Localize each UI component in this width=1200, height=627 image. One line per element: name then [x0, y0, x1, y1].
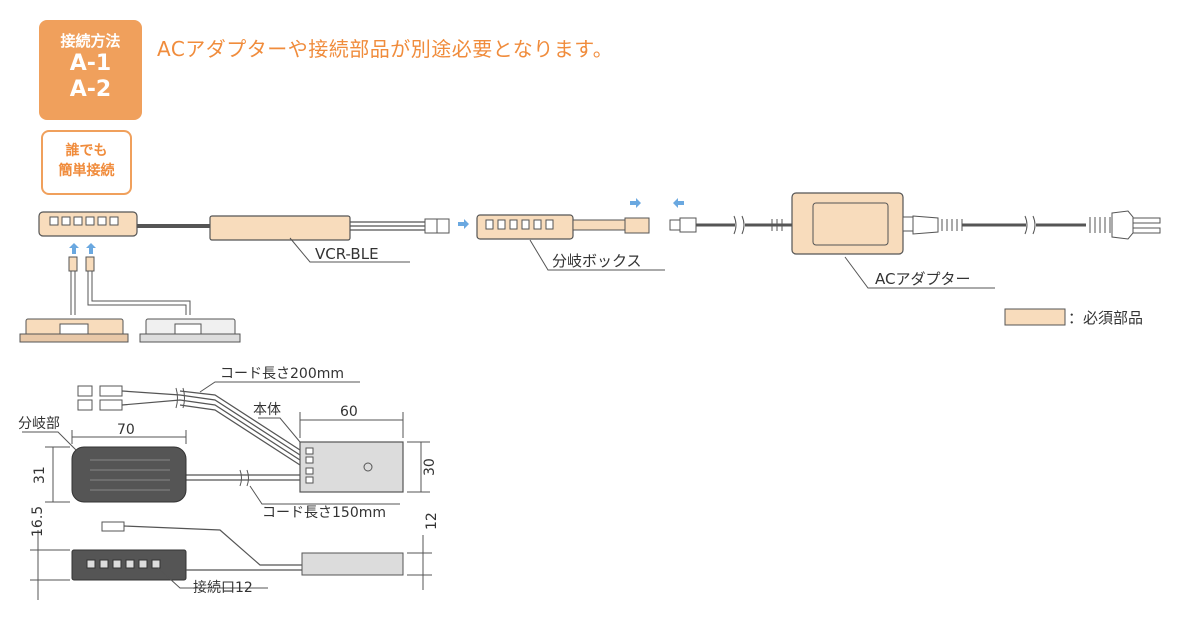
arrow-right-2	[630, 198, 641, 208]
branch-box-plug	[624, 217, 650, 234]
label-width-60: 60	[340, 404, 358, 420]
branch-unit-top	[38, 211, 138, 237]
dim-cord-break	[175, 387, 185, 409]
branch-box	[476, 214, 574, 240]
vcr-wires	[350, 221, 425, 231]
dim-connectors	[77, 385, 123, 411]
label-cord-150: コード長さ150mm	[262, 505, 386, 521]
method-a1: A-1	[69, 51, 112, 76]
arrow-up-1	[69, 243, 79, 254]
dim-side-body	[301, 552, 404, 576]
dim-branch-part	[71, 446, 187, 503]
strain-relief-3	[1089, 217, 1111, 233]
cord-break-2	[1024, 215, 1036, 235]
arrow-left	[673, 198, 684, 208]
label-ac-adapter: ACアダプター	[875, 270, 970, 288]
dim-side-ports	[86, 559, 161, 569]
dim-side-cord	[123, 525, 302, 566]
fixture-wire-1	[70, 271, 76, 315]
easy-connect-badge: 誰でも 簡単接続	[41, 130, 132, 195]
method-a2: A-2	[69, 77, 112, 102]
ac-adapter-panel	[812, 202, 889, 246]
dc-plug-body	[679, 217, 697, 233]
label-width-70: 70	[117, 422, 135, 438]
cord200-leader	[199, 381, 360, 393]
dim-body-ports	[305, 447, 314, 484]
notice-text: ACアダプターや接続部品が別途必要となります。	[157, 37, 614, 61]
easy-line2: 簡単接続	[58, 163, 115, 179]
method-badge-title: 接続方法	[60, 32, 121, 50]
legend-swatch	[1004, 308, 1066, 326]
arrow-right-1	[458, 219, 469, 229]
method-badge: 接続方法 A-1 A-2	[39, 20, 142, 120]
ac-connector	[912, 215, 939, 235]
light-fixture-1	[19, 318, 129, 343]
label-branch-box: 分岐ボックス	[552, 252, 642, 270]
strain-relief-2	[941, 219, 963, 231]
label-height-31: 31	[32, 466, 48, 484]
vcr-connector-b	[436, 218, 450, 234]
branch-part-leader	[22, 431, 77, 451]
dim-cord150-break	[239, 469, 249, 487]
legend-label: ：必須部品	[1068, 309, 1143, 327]
easy-line1: 誰でも	[65, 143, 108, 159]
dc-plug-tip	[669, 219, 681, 231]
dim-main-body	[299, 441, 404, 493]
label-ports: 接続口12	[193, 579, 253, 596]
label-height-16-5: 16.5	[30, 506, 46, 537]
ports-leader	[157, 567, 268, 589]
fixture-wire-2	[87, 271, 191, 315]
vcr-leader	[289, 237, 410, 263]
plug-prong-1	[1132, 217, 1161, 224]
branch-box-leader	[529, 239, 665, 271]
dim-cord-150	[186, 474, 300, 481]
plug-prong-2	[1132, 227, 1161, 234]
strain-relief-1	[771, 219, 783, 231]
ac-inlet	[902, 216, 914, 232]
fixture-connector-1	[68, 256, 78, 272]
fixture-connector-2	[85, 256, 95, 272]
cord150-leader	[249, 485, 400, 505]
dim-cord-200	[121, 390, 301, 466]
branch-box-cord	[572, 219, 626, 231]
label-body: 本体	[253, 402, 281, 418]
label-vcr-ble: VCR-BLE	[315, 245, 379, 263]
body-leader	[258, 417, 301, 443]
vcr-connector-a	[424, 218, 438, 234]
mains-plug-body	[1111, 210, 1134, 240]
cord-break-1	[733, 215, 745, 235]
ac-adapter-leader	[844, 256, 995, 289]
vcr-ble-body	[209, 215, 351, 241]
label-height-30: 30	[422, 458, 438, 476]
light-fixture-2	[139, 318, 241, 343]
dim-branch-texture	[90, 459, 170, 491]
dim-body-button	[363, 462, 373, 472]
label-cord-200: コード長さ200mm	[220, 366, 344, 382]
label-branch-part: 分岐部	[18, 416, 60, 432]
label-height-12: 12	[424, 512, 440, 530]
dim-side-connector	[101, 521, 125, 532]
arrow-up-2	[86, 243, 96, 254]
